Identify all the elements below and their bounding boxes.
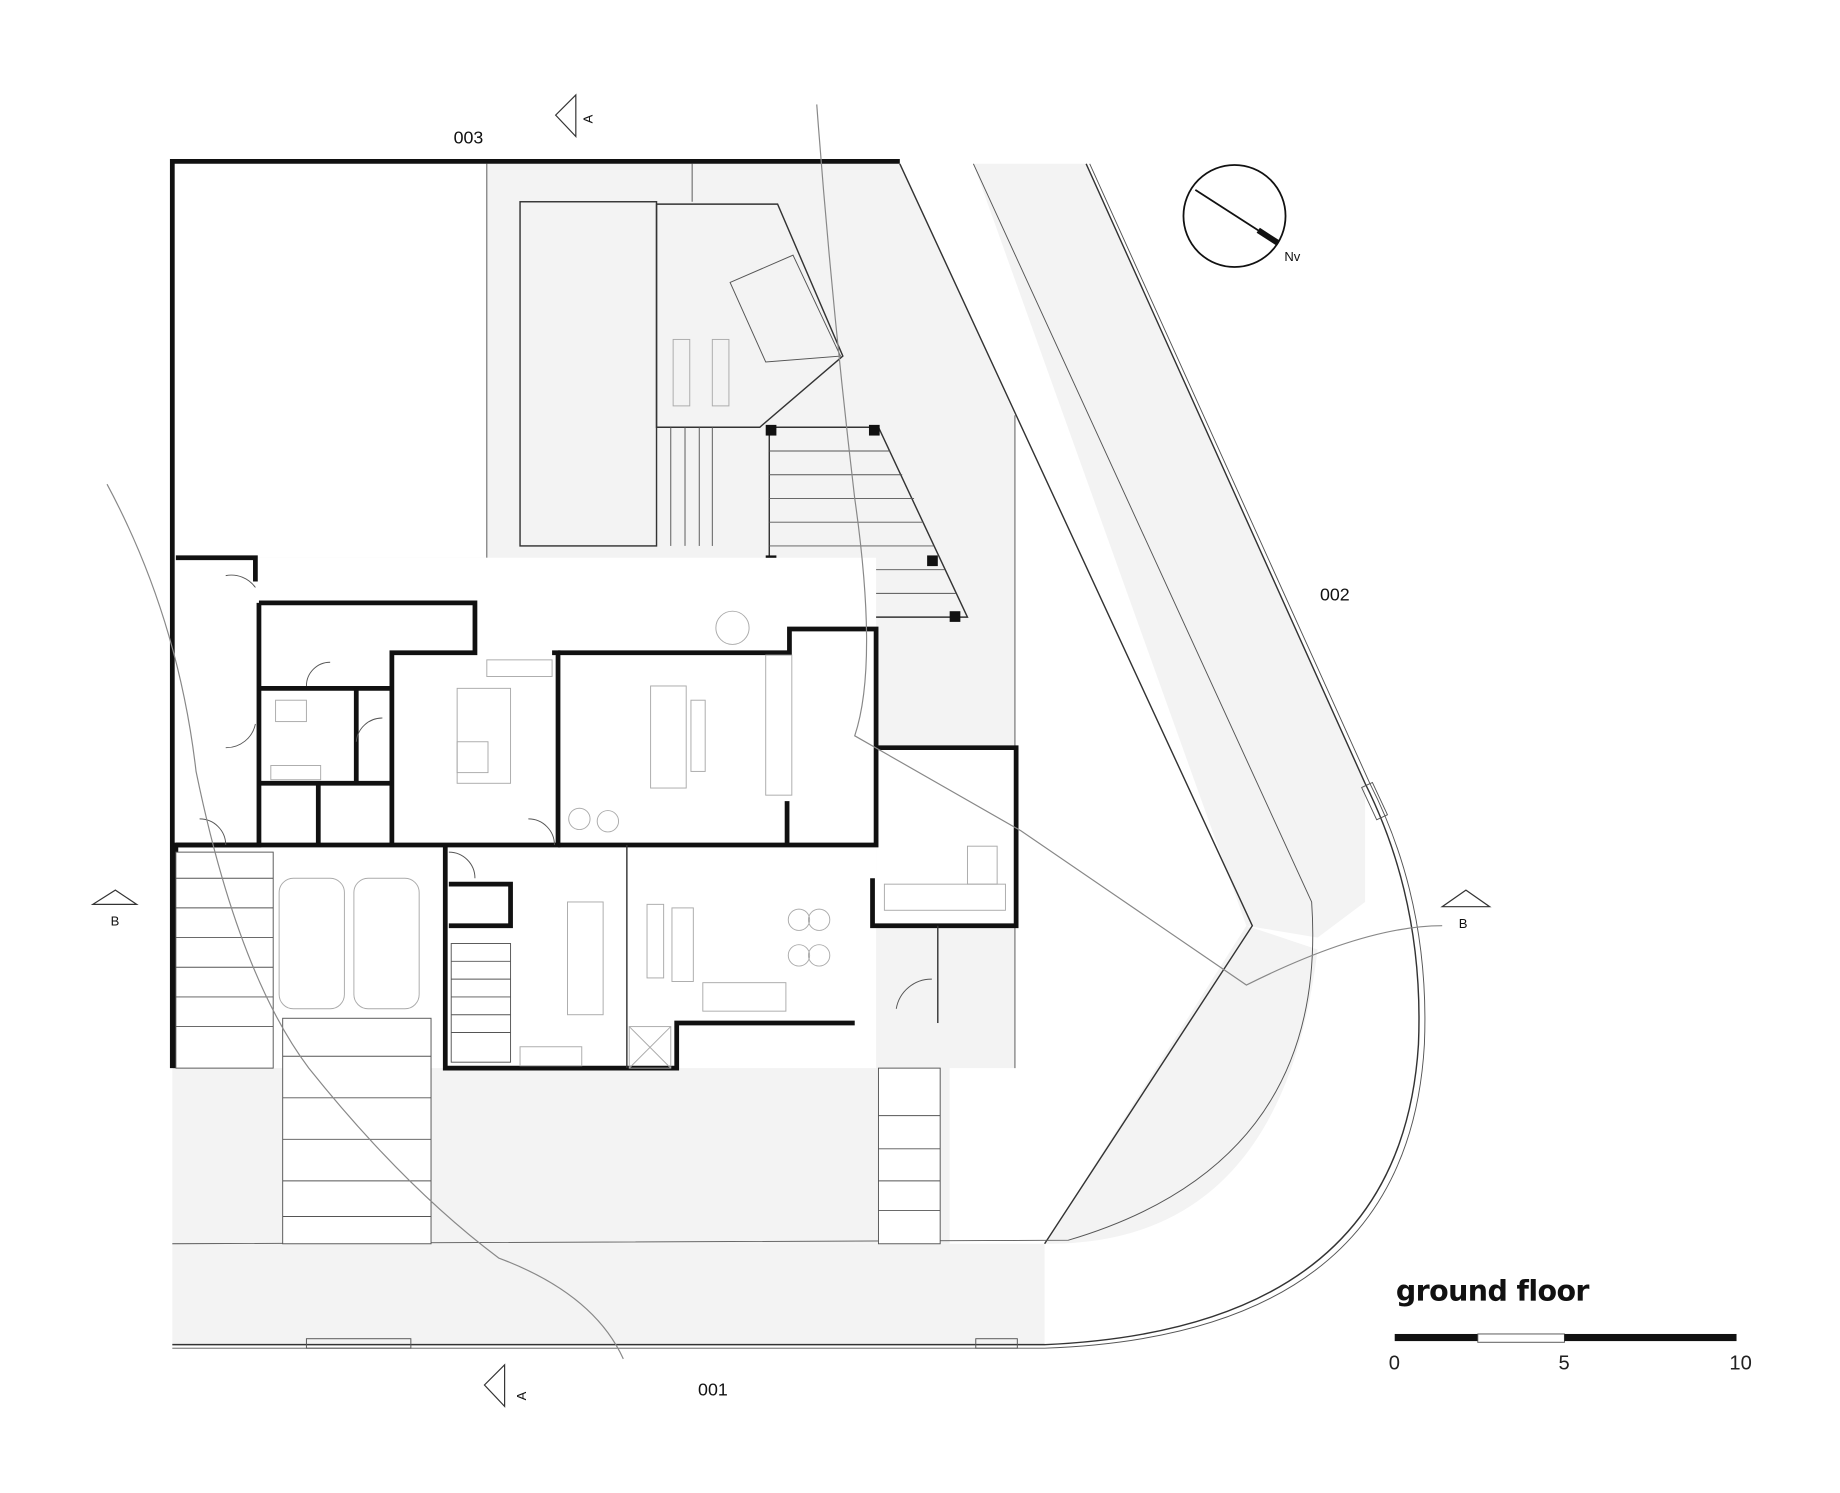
lot-label-bottom: 001: [698, 1380, 728, 1400]
north-label: Nv: [1284, 249, 1300, 264]
scale-tick-10: 10: [1729, 1353, 1751, 1375]
furniture: [270, 610, 1006, 1069]
street-lines: [172, 163, 1426, 1349]
scale-bar: 0 5 10: [1389, 1333, 1752, 1375]
lot-label-right: 002: [1320, 585, 1350, 605]
scale-tick-5: 5: [1559, 1353, 1570, 1375]
section-label: A: [514, 1391, 529, 1400]
doors: [199, 574, 932, 1009]
section-label: B: [1459, 916, 1468, 931]
exterior-stairs: [175, 851, 941, 1245]
section-label: A: [580, 114, 595, 123]
scale-tick-0: 0: [1389, 1353, 1400, 1375]
drawing-title: ground floor: [1396, 1275, 1590, 1308]
terrain-contours: [106, 104, 1443, 1360]
lot-label-top: 003: [454, 128, 484, 148]
pool-steps: [670, 427, 713, 546]
section-marker-a-top: A: [554, 93, 595, 138]
section-marker-b-right: B: [1440, 889, 1492, 931]
pool-area: [519, 201, 844, 547]
section-marker-a-bottom: A: [483, 1363, 529, 1408]
north-arrow-icon: [1182, 164, 1287, 268]
section-marker-b-left: B: [90, 889, 139, 929]
boundary-walls: [169, 159, 900, 1069]
section-label: B: [111, 914, 120, 929]
interior-stairs: [450, 943, 512, 1063]
